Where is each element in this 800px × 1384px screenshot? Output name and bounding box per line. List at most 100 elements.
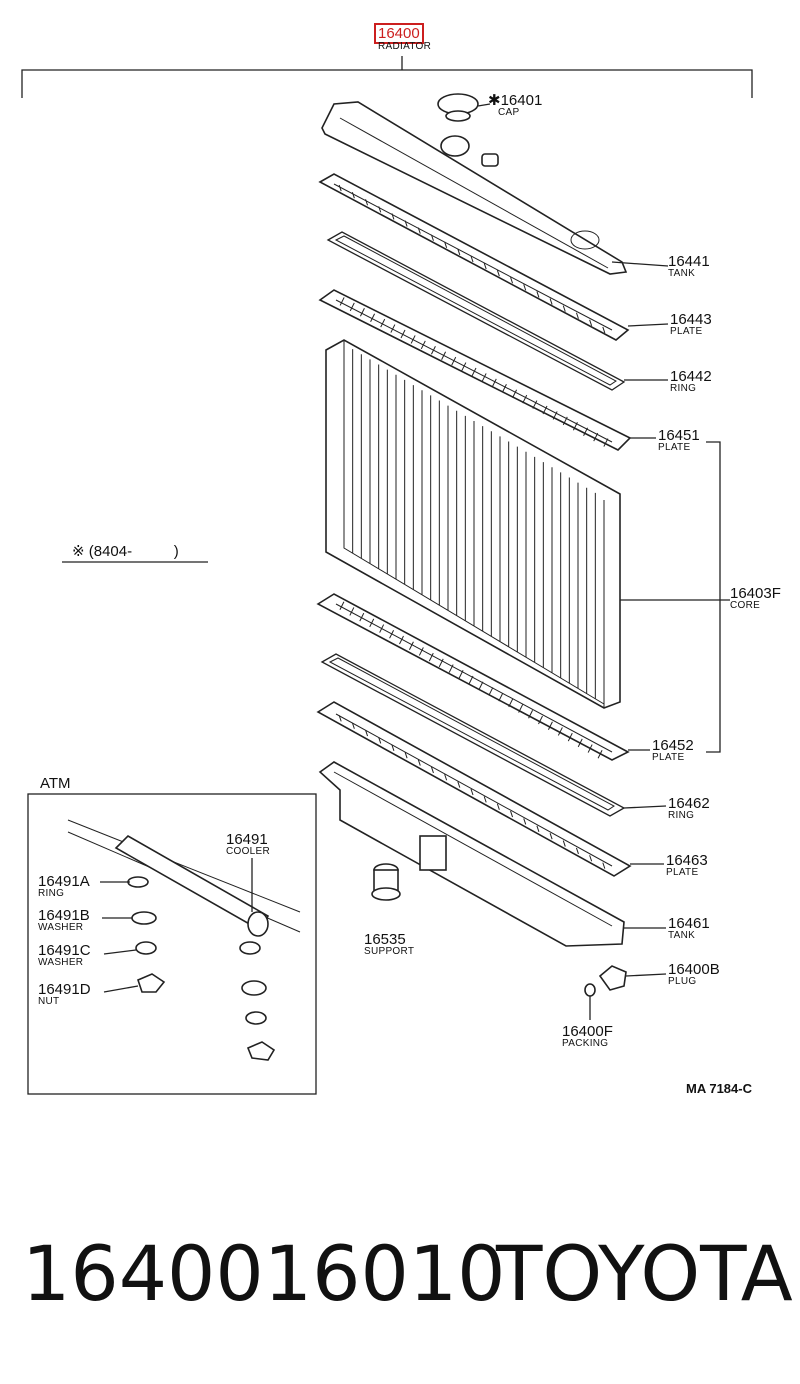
lower-plate-slot [577, 738, 583, 748]
assembly-part-number[interactable]: 16400 [374, 23, 424, 44]
label-tank-upper[interactable]: 16441 TANK [668, 254, 710, 279]
upper-plate-slot [603, 438, 609, 447]
label-support[interactable]: 16535 SUPPORT [364, 932, 414, 957]
drawing-code: MA 7184-C [686, 1081, 752, 1096]
part-number: 16441 [668, 253, 710, 270]
lower-frame-rib [575, 847, 579, 855]
upper-plate-slot [522, 394, 528, 404]
frame-rib [562, 305, 566, 312]
lower-plate-slot [538, 715, 543, 725]
label-atm-washer-c[interactable]: 16491C WASHER [38, 943, 91, 968]
part-number: 16491C [38, 942, 91, 959]
label-plate-lower[interactable]: 16463 PLATE [666, 853, 708, 878]
part-name: WASHER [38, 957, 84, 968]
part-number: 16403F [730, 585, 781, 602]
lower-frame-rib [338, 715, 342, 722]
upper-plate-slot [359, 308, 365, 317]
frame-rib [483, 262, 487, 270]
frame-rib [470, 255, 474, 263]
assembly-bracket [21, 56, 753, 98]
lower-plate-slot [498, 692, 504, 702]
label-plug[interactable]: 16400B PLUG [668, 962, 720, 987]
frame-rib [365, 199, 369, 206]
label-atm-ring[interactable]: 16491A RING [38, 874, 90, 899]
part-name: RING [38, 888, 65, 899]
frame-rib [378, 206, 382, 213]
lower-plate-slot [557, 727, 563, 736]
label-plate-upper[interactable]: 16443 PLATE [670, 312, 712, 337]
atm-inset [27, 793, 317, 1095]
part-name: PLATE [658, 442, 691, 453]
label-atm-cooler[interactable]: 16491 COOLER [226, 832, 270, 857]
label-plate-core-top[interactable]: 16451 PLATE [658, 428, 700, 453]
lower-frame-rib [391, 744, 395, 751]
upper-plate-slot [380, 318, 386, 328]
label-core[interactable]: 16403F CORE [730, 586, 781, 611]
label-packing[interactable]: 16400F PACKING [562, 1024, 613, 1049]
lower-plate-slot [349, 607, 355, 616]
part-name: TANK [668, 930, 696, 941]
part-name: SUPPORT [364, 946, 415, 957]
lower-frame-rib [417, 759, 421, 766]
upper-tank-part [321, 101, 669, 275]
label-atm-nut[interactable]: 16491D NUT [38, 982, 91, 1007]
upper-plate-slot [451, 356, 457, 366]
upper-plate-slot [552, 411, 558, 420]
lower-plate-slot [369, 618, 375, 628]
part-number: 16491D [38, 981, 91, 998]
upper-plate-slot [370, 313, 376, 322]
lower-plate-slot [468, 675, 474, 685]
part-name: CAP [498, 107, 520, 118]
upper-plate-slot [400, 329, 406, 339]
upper-plate-slot [562, 416, 568, 426]
lower-plate-slot [478, 681, 484, 690]
lower-plate-slot [448, 664, 454, 673]
frame-rib [338, 184, 342, 192]
lower-plate-slot [518, 704, 524, 713]
lower-frame-rib [378, 737, 382, 744]
lower-plate-slot [597, 750, 603, 759]
upper-plate-slot [501, 384, 507, 393]
lower-frame-part [316, 701, 664, 877]
frame-rib [457, 248, 461, 256]
part-number: 16451 [658, 427, 700, 444]
frame-rib [589, 319, 593, 326]
frame-rib [430, 234, 434, 241]
upper-plate-slot [441, 351, 447, 360]
part-number: 16491B [38, 907, 90, 924]
upper-plate-slot [542, 405, 548, 415]
footer-brand: TOYOTA [496, 1229, 793, 1318]
label-tank-lower[interactable]: 16461 TANK [668, 916, 710, 941]
part-name: PLUG [668, 976, 697, 987]
label-ring-lower[interactable]: 16462 RING [668, 796, 710, 821]
label-atm-washer-b[interactable]: 16491B WASHER [38, 908, 90, 933]
frame-rib [417, 227, 421, 234]
upper-plate-slot [461, 362, 467, 371]
lower-frame-rib [404, 752, 408, 759]
lower-frame-rib [444, 774, 448, 781]
lower-plate-slot [488, 687, 494, 696]
part-number: 16491A [38, 873, 90, 890]
label-cap[interactable]: ✱16401 CAP [488, 93, 542, 118]
label-ring-upper[interactable]: 16442 RING [670, 369, 712, 394]
upper-plate-slot [583, 427, 589, 436]
lower-plate-slot [567, 732, 573, 742]
label-plate-core-bottom[interactable]: 16452 PLATE [652, 738, 694, 763]
upper-frame-part [318, 173, 669, 341]
part-name: PLATE [666, 867, 699, 878]
lower-frame-rib [496, 803, 500, 810]
part-name: RING [668, 810, 695, 821]
lower-frame-rib [523, 818, 527, 825]
frame-rib [496, 270, 500, 277]
frame-rib [444, 241, 448, 248]
assembly-name: RADIATOR [378, 41, 432, 52]
core-group-bracket [706, 441, 721, 753]
part-number: 16491 [226, 831, 268, 848]
header: 16400 [374, 23, 424, 44]
lower-frame-rib [365, 729, 369, 737]
part-number: 16400B [668, 961, 720, 978]
part-name: COOLER [226, 846, 271, 857]
lower-plate-slot [408, 641, 414, 650]
part-number: 16463 [666, 852, 708, 869]
